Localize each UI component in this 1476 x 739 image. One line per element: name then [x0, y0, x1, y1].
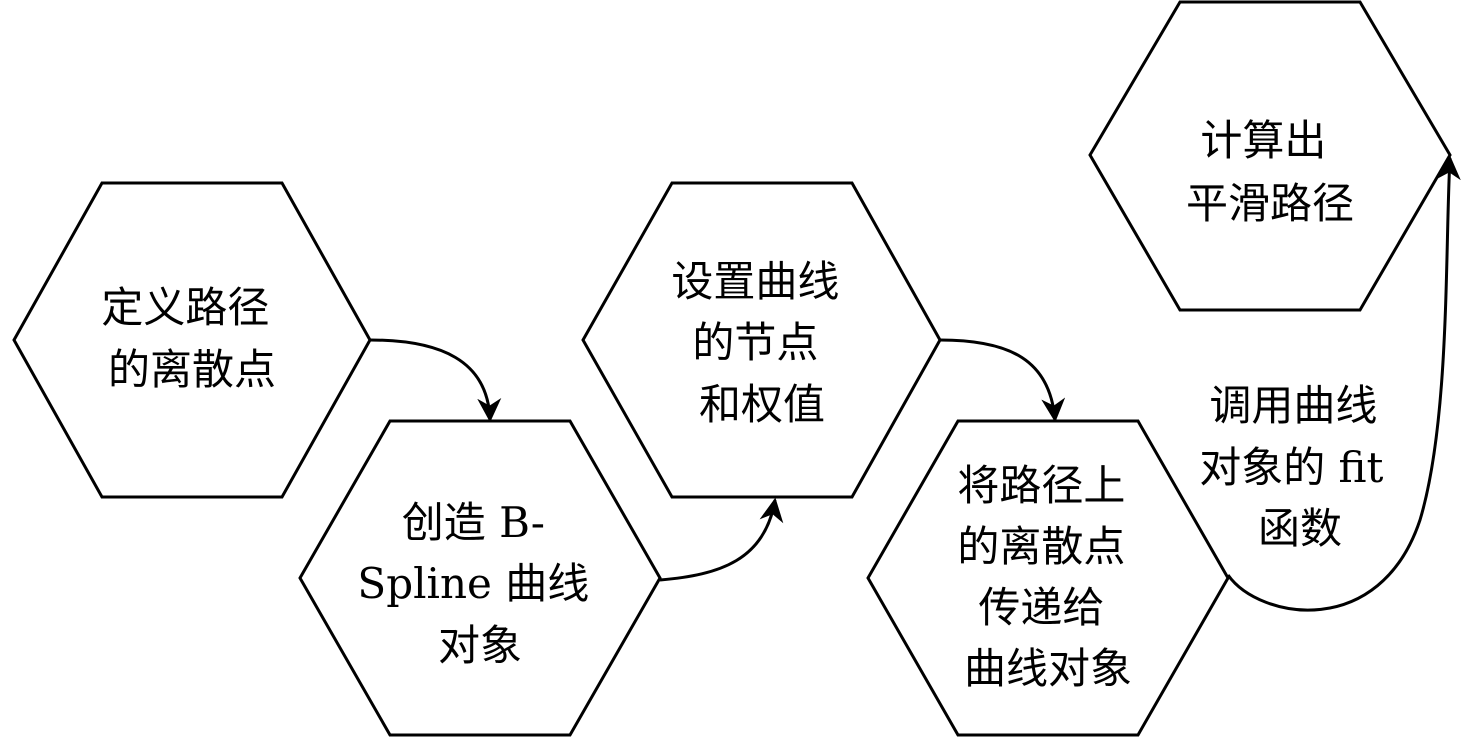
step-pass-points: 将路径上 的离散点 传递给 曲线对象	[866, 419, 1230, 737]
arrow-1-to-2	[369, 338, 502, 423]
step-set-knots-weights: 设置曲线 的节点 和权值	[581, 181, 942, 499]
arrow-2-to-3	[659, 497, 784, 582]
step-define-points: 定义路径 的离散点	[12, 181, 372, 499]
arrow-4-to-5	[1226, 155, 1461, 612]
edge-label-call-fit: 调用曲线 对象的 fit 函数	[1199, 381, 1397, 553]
step-label: 定义路径 的离散点	[101, 283, 282, 394]
step-compute-smooth-path: 计算出 平滑路径	[1088, 0, 1452, 312]
step-label: 计算出 平滑路径	[1186, 116, 1354, 228]
step-label: 将路径上 的离散点 传递给 曲线对象	[957, 461, 1138, 693]
step-label: 设置曲线 的节点 和权值	[671, 257, 852, 429]
arrow-3-to-4	[939, 338, 1066, 423]
step-create-bspline: 创造 B- Spline 曲线 对象	[298, 419, 662, 737]
step-label: 创造 B- Spline 曲线 对象	[357, 498, 602, 670]
